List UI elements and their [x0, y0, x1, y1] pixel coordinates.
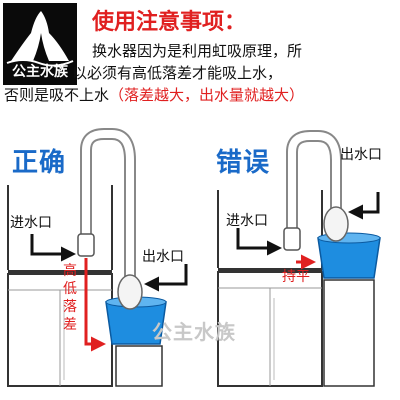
wrong-level-label: 持平 [282, 269, 310, 285]
notice-highlight: （落差越大，出水量就越大） [109, 86, 305, 104]
watermark-text: 公主水族 [152, 320, 236, 344]
correct-inlet-arrow [30, 234, 76, 262]
wrong-bucket-stand [323, 279, 375, 387]
wrong-outlet-arrow [348, 192, 380, 220]
correct-inlet-label: 进水口 [10, 215, 52, 231]
correct-outlet-arrow [144, 264, 188, 292]
correct-title: 正确 [12, 148, 67, 178]
logo-figure-icon [6, 11, 74, 67]
wrong-aquarium-tank [217, 190, 323, 387]
correct-bucket-stand [115, 345, 163, 387]
wrong-title: 错误 [216, 148, 271, 178]
correct-drop-label: 高低落差 [63, 263, 77, 333]
correct-panel [7, 128, 188, 387]
logo-text: 公主水族 [12, 64, 68, 80]
brand-logo: 公主水族 [3, 3, 77, 85]
wrong-panel [217, 130, 381, 387]
wrong-pump-bulb [323, 206, 349, 242]
correct-outlet-label: 出水口 [142, 249, 184, 265]
wrong-inlet-arrow [236, 228, 282, 256]
notice-line-1: 换水器因为是利用虹吸原理，所 [92, 42, 303, 60]
wrong-bucket [317, 237, 381, 279]
correct-inlet-nozzle [77, 233, 95, 257]
notice-line-3-text: 否则是吸不上水 [4, 86, 110, 104]
wrong-inlet-label: 进水口 [226, 213, 268, 229]
notice-line-2: 以必须有高低落差才能吸上水， [72, 64, 283, 82]
correct-pump-bulb [117, 274, 143, 310]
notice-line-3: 否则是吸不上水（落差越大，出水量就越大） [4, 84, 304, 105]
correct-aquarium-tank [7, 185, 113, 387]
wrong-outlet-label: 出水口 [340, 147, 382, 163]
correct-drop-arrow [84, 258, 106, 352]
wrong-inlet-nozzle [283, 227, 301, 251]
notice-heading: 使用注意事项： [92, 10, 247, 35]
